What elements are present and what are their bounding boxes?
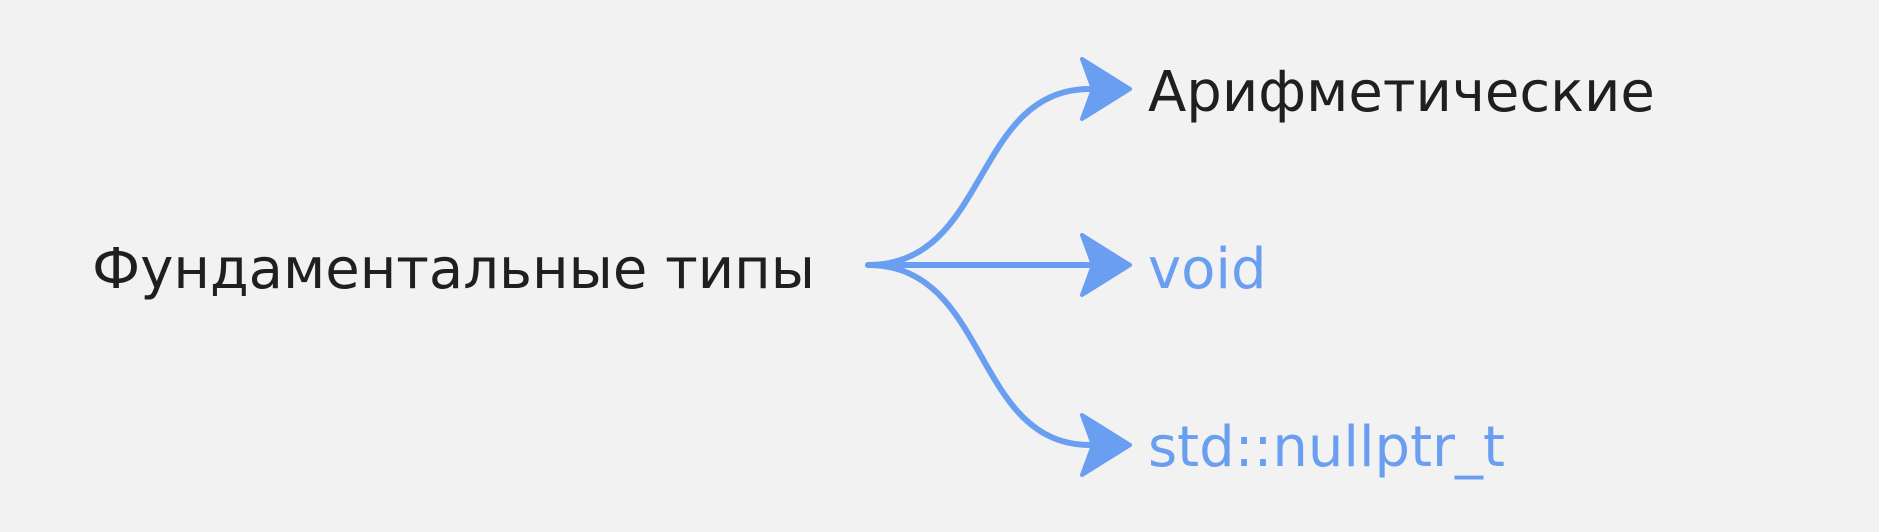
edge-to-nullptr bbox=[865, 262, 1093, 448]
root-node-label: Фундаментальные типы bbox=[92, 237, 815, 302]
arrowhead-arithmetic bbox=[1080, 57, 1132, 121]
edge-to-arithmetic bbox=[865, 86, 1093, 268]
arrowhead-void bbox=[1080, 233, 1132, 297]
child-node-void: void bbox=[1148, 237, 1267, 302]
arrowhead-nullptr bbox=[1080, 413, 1132, 477]
child-node-nullptr: std::nullptr_t bbox=[1148, 415, 1505, 480]
child-node-arithmetic: Арифметические bbox=[1148, 60, 1655, 125]
